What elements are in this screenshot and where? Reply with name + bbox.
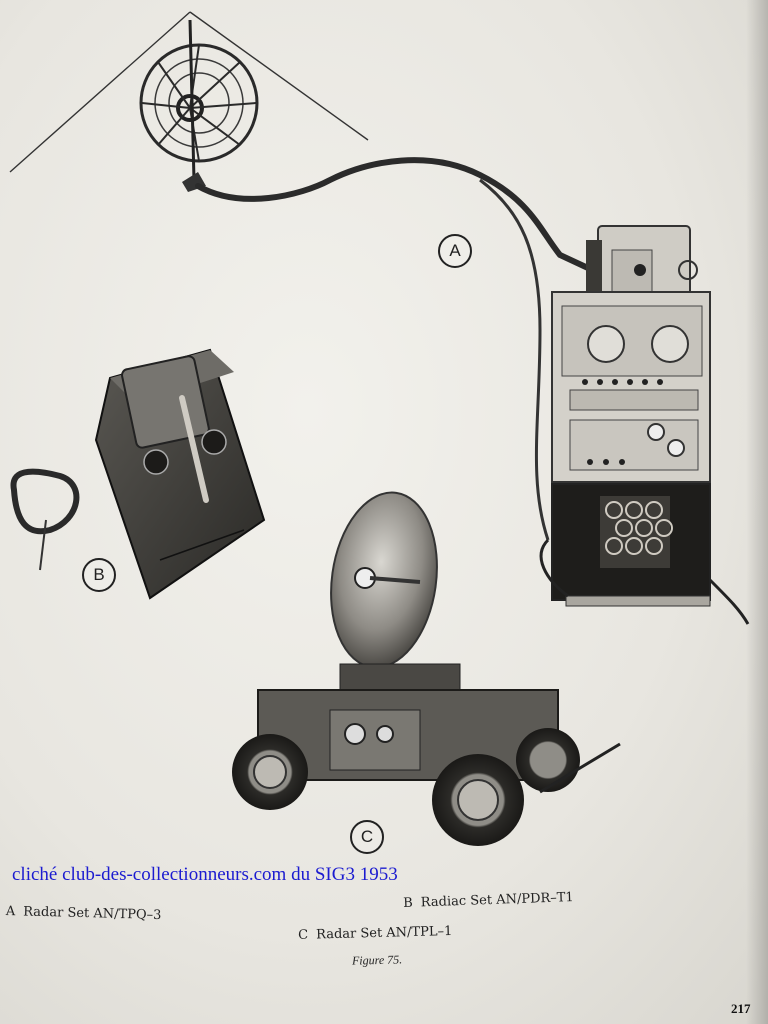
radar-vehicle-c [232,491,621,846]
radar-console-a [539,225,750,625]
caption-c-letter: C [298,927,309,943]
figure-title: Figure 75. [351,952,403,968]
page-number: 217 [731,1001,751,1016]
antenna-a [9,11,369,192]
caption-b-letter: B [403,895,414,911]
watermark-text: cliché club-des-collectionneurs.com du S… [12,864,398,885]
callout-b: B [82,558,116,592]
page-gutter-shadow [746,0,768,1024]
radiac-set-b [10,348,266,600]
callout-a: A [438,234,472,268]
antenna-cable [195,157,591,271]
callout-c: C [350,820,384,854]
caption-a-letter: A [5,904,16,920]
